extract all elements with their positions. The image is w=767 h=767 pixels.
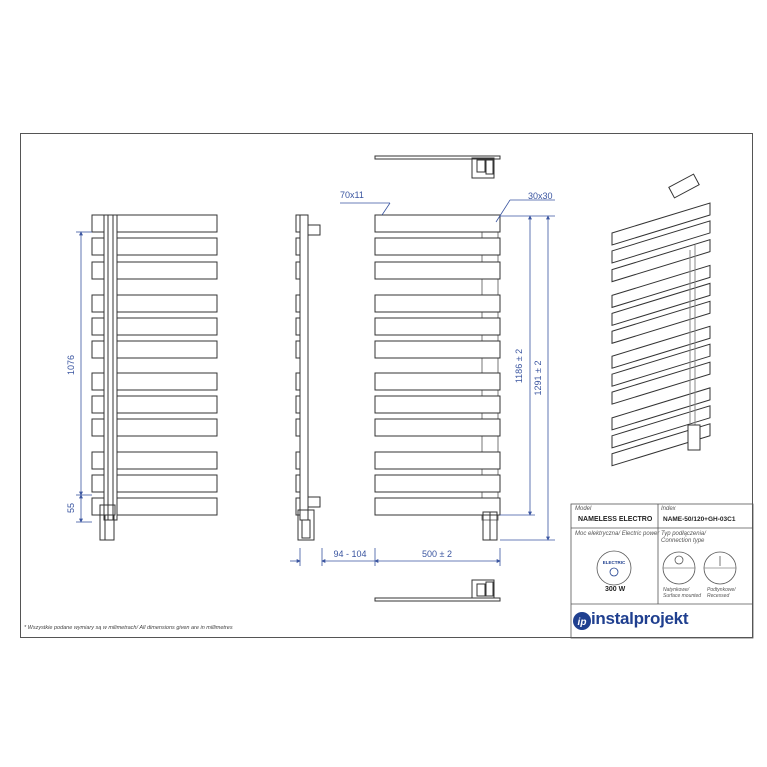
surface-mounted-label: Natynkowe/Surface mounted [663, 587, 702, 599]
radiator-bar [374, 372, 501, 391]
radiator-bar-iso [611, 300, 711, 344]
front-view-left [91, 214, 218, 541]
radiator-bar-side [295, 451, 301, 470]
radiator-bar-side [295, 418, 301, 437]
isometric-view [611, 173, 711, 467]
radiator-bar-side [295, 261, 301, 280]
top-view [374, 155, 501, 179]
radiator-bar-side [295, 474, 301, 493]
radiator-bar [374, 418, 501, 437]
model-value: NAMELESS ELECTRO [578, 516, 653, 523]
radiator-bar [374, 294, 501, 313]
dimensions-footnote: * Wszystkie podane wymiary są w milimetr… [24, 625, 233, 631]
dim-1076: 1076 [66, 355, 76, 375]
recessed-label: Podtynkowe/Recessed [707, 587, 736, 599]
depth-dimension [290, 548, 376, 566]
radiator-bar [374, 395, 501, 414]
index-label: Index [661, 506, 676, 512]
instalprojekt-logo-icon: ip [573, 612, 591, 630]
bottom-view [374, 579, 501, 602]
radiator-bar-iso [611, 264, 711, 309]
brand-name: instalprojekt [591, 609, 689, 628]
radiator-bar [374, 340, 501, 359]
radiator-bar-side [295, 395, 301, 414]
radiator-bar [91, 395, 218, 414]
radiator-bar [374, 214, 501, 233]
radiator-bar [91, 237, 218, 256]
radiator-bar [91, 317, 218, 336]
radiator-bar-iso [611, 343, 711, 387]
radiator-bar-iso [611, 325, 711, 369]
radiator-bar [374, 497, 501, 516]
radiator-bar [91, 261, 218, 280]
radiator-bar-side [295, 317, 301, 336]
front-view-dimensions [76, 231, 92, 523]
radiator-bar-iso [611, 220, 711, 264]
radiator-bar-side [295, 340, 301, 359]
plug-icon [609, 567, 619, 577]
radiator-bar [91, 340, 218, 359]
connection-label: Typ podłączenia/Connection type [661, 531, 706, 544]
side-view [295, 214, 321, 541]
radiator-bar-iso [611, 238, 711, 283]
power-label: Moc elektryczna/ Electric power [575, 531, 660, 537]
radiator-bar [91, 474, 218, 493]
title-block [570, 503, 754, 639]
radiator-bar-iso [611, 202, 711, 246]
front-view-center [374, 214, 501, 541]
radiator-bar [374, 474, 501, 493]
radiator-bar [374, 261, 501, 280]
radiator-bar [374, 237, 501, 256]
svg-text:ip: ip [578, 617, 587, 628]
radiator-bar-iso [611, 405, 711, 449]
model-label: Model [575, 506, 592, 512]
radiator-bar-side [295, 214, 301, 233]
label-70x11: 70x11 [340, 190, 364, 200]
radiator-bar [374, 451, 501, 470]
dim-width: 500 ± 2 [422, 549, 452, 559]
radiator-bar [91, 294, 218, 313]
index-value: NAME-50/120+GH-03C1 [663, 516, 736, 523]
dim-depth: 94 - 104 [333, 549, 366, 559]
center-dimensions [340, 199, 555, 566]
radiator-bar-iso [611, 387, 711, 431]
dim-1186: 1186 ± 2 [514, 349, 524, 383]
radiator-bar [91, 418, 218, 437]
radiator-bar-side [295, 294, 301, 313]
radiator-bar-side [295, 372, 301, 391]
drawing-sheet [20, 133, 753, 638]
dim-55: 55 [66, 503, 76, 513]
power-value: 300 W [605, 586, 626, 593]
radiator-bar-side [295, 237, 301, 256]
radiator-bar [91, 214, 218, 233]
radiator-bar [91, 451, 218, 470]
radiator-bar [91, 372, 218, 391]
radiator-bar-iso [611, 423, 711, 467]
radiator-bar-iso [611, 361, 711, 405]
radiator-bar [91, 497, 218, 516]
power-icon-text: ELECTRIC [603, 560, 626, 565]
dim-1291: 1291 ± 2 [533, 361, 543, 396]
radiator-bar [374, 317, 501, 336]
radiator-bar-iso [611, 282, 711, 327]
label-30x30: 30x30 [528, 191, 553, 201]
